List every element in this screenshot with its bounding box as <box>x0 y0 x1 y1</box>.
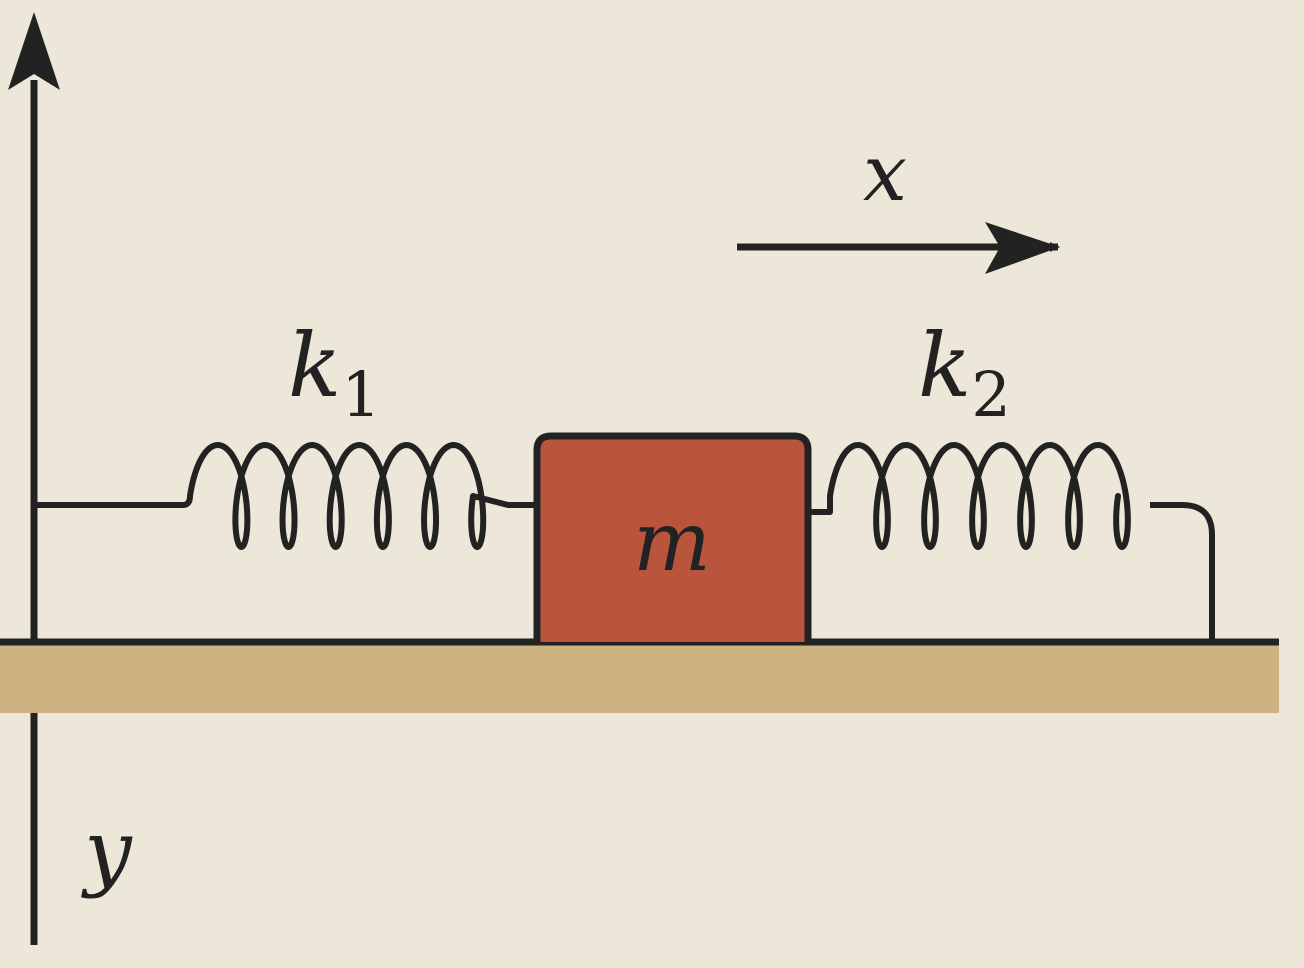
k1-label: k1 <box>288 314 381 431</box>
up-arrow-icon <box>8 12 60 90</box>
x-label: x <box>863 129 907 219</box>
k2-subscript: 2 <box>971 358 1010 431</box>
k2-label: k2 <box>918 314 1011 431</box>
spring-k1 <box>180 442 511 550</box>
right-wall-connector <box>1150 502 1215 642</box>
ground-block <box>0 645 1279 713</box>
k1-subscript: 1 <box>341 358 380 431</box>
k2-symbol: k <box>918 314 971 417</box>
y-axis-label: y <box>80 802 133 900</box>
mass-label: m <box>633 495 711 590</box>
spring-k2 <box>827 442 1131 550</box>
mass-block <box>533 432 812 642</box>
k1-symbol: k <box>288 314 341 417</box>
right-arrow-icon <box>985 222 1060 274</box>
